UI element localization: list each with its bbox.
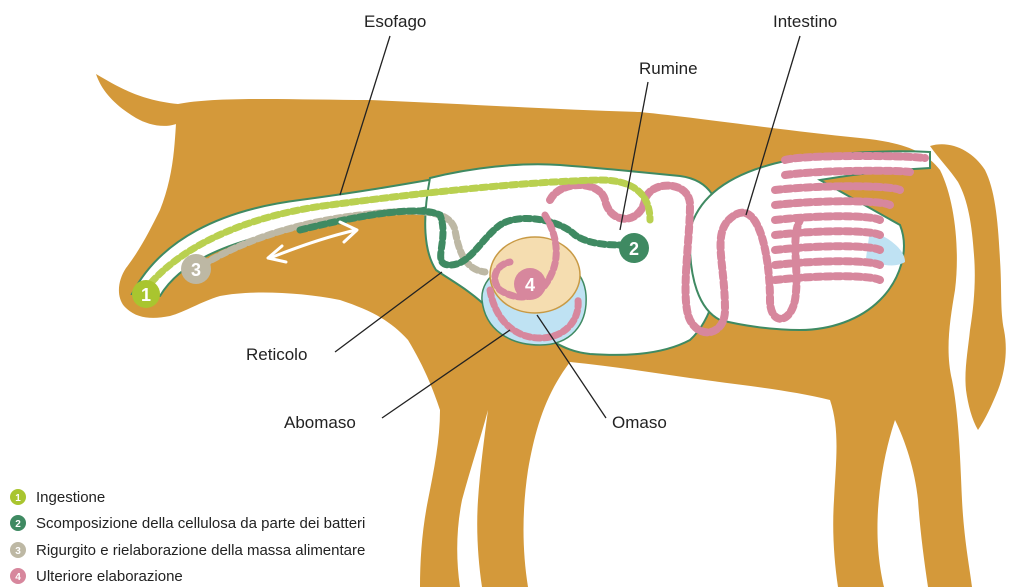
marker-1-number: 1 (141, 285, 151, 305)
marker-1: 1 (132, 280, 160, 308)
legend-item-1: 1 Ingestione (10, 489, 105, 506)
marker-2: 2 (619, 233, 649, 263)
legend-item-4: 4 Ulteriore elaborazione (10, 568, 183, 585)
legend-item-4-number: 4 (15, 572, 21, 583)
marker-4-number: 4 (525, 275, 535, 295)
marker-4: 4 (514, 268, 546, 300)
legend: 1 Ingestione 2 Scomposizione della cellu… (10, 489, 365, 585)
legend-item-1-text: Ingestione (36, 489, 105, 506)
legend-item-3-number: 3 (15, 546, 21, 557)
label-abomaso: Abomaso (284, 413, 356, 432)
legend-item-3-text: Rigurgito e rielaborazione della massa a… (36, 542, 365, 559)
cow-horn (96, 74, 187, 126)
legend-item-2-text: Scomposizione della cellulosa da parte d… (36, 515, 365, 532)
marker-3-number: 3 (191, 260, 201, 280)
legend-item-3: 3 Rigurgito e rielaborazione della massa… (10, 542, 365, 559)
legend-item-4-text: Ulteriore elaborazione (36, 568, 183, 585)
legend-item-1-number: 1 (15, 493, 21, 504)
label-intestino: Intestino (773, 12, 837, 31)
legend-item-2: 2 Scomposizione della cellulosa da parte… (10, 515, 365, 532)
marker-3: 3 (181, 254, 211, 284)
legend-item-2-number: 2 (15, 519, 21, 530)
label-esofago: Esofago (364, 12, 426, 31)
marker-2-number: 2 (629, 239, 639, 259)
label-omaso: Omaso (612, 413, 667, 432)
label-reticolo: Reticolo (246, 345, 307, 364)
label-rumine: Rumine (639, 59, 698, 78)
